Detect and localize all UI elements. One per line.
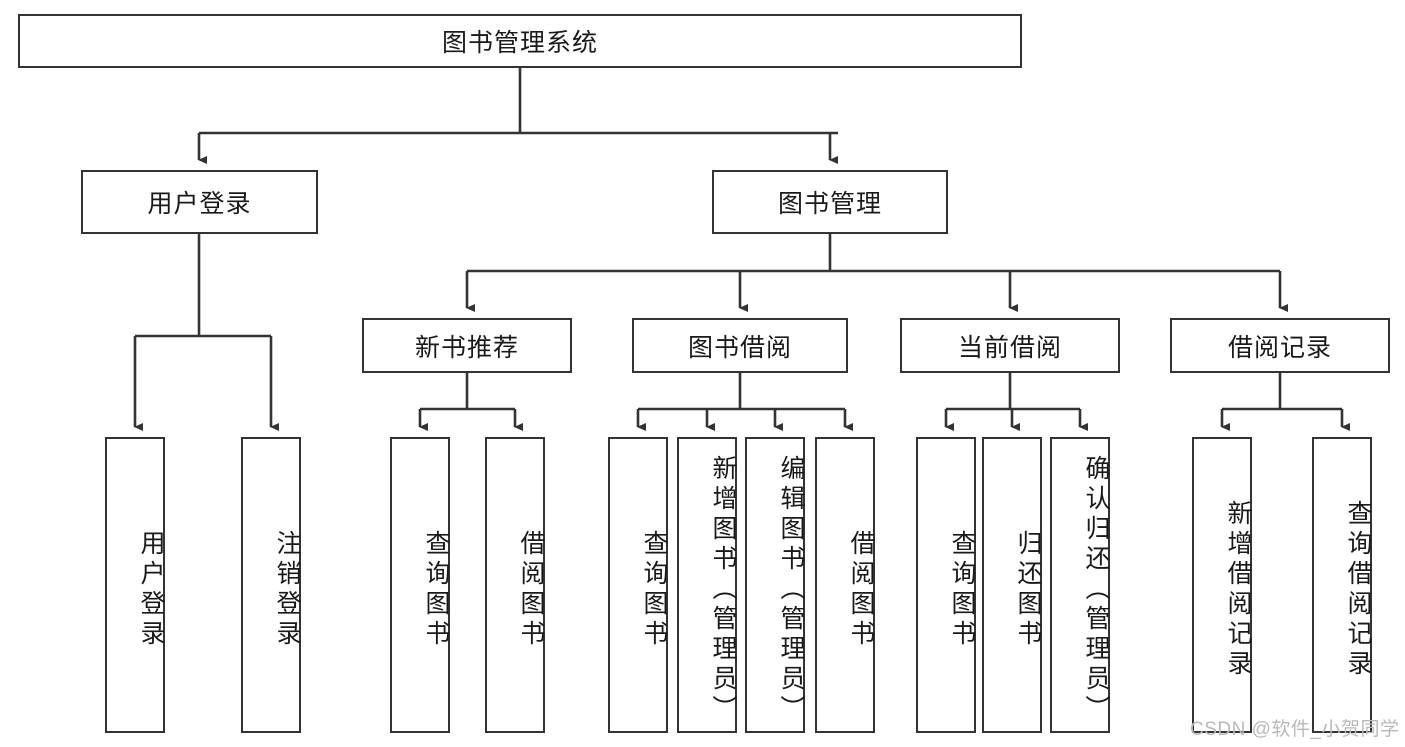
csdn-watermark: CSDN @软件_小贺同学: [1190, 719, 1400, 740]
node-label: 归还图书: [1014, 530, 1042, 650]
leaf-edit-book[interactable]: 编辑图书（管理员）: [745, 437, 805, 733]
node-label: 查询借阅记录: [1344, 500, 1372, 680]
leaf-borrow-book[interactable]: 借阅图书: [815, 437, 875, 733]
node-label: 编辑图书（管理员）: [777, 455, 805, 725]
node-label: 注销登录: [273, 530, 301, 650]
node-label: 借阅记录: [1227, 333, 1332, 362]
node-label: 当前借阅: [957, 333, 1062, 362]
node-label: 借阅图书: [847, 530, 875, 650]
node-new-book-recommend[interactable]: 新书推荐: [362, 318, 572, 373]
node-current-borrow[interactable]: 当前借阅: [900, 318, 1120, 373]
node-label: 新增图书（管理员）: [709, 455, 737, 725]
node-label: 新增借阅记录: [1224, 500, 1252, 680]
node-label: 用户登录: [147, 190, 252, 218]
node-user-login[interactable]: 用户登录: [81, 170, 318, 234]
leaf-confirm-return[interactable]: 确认归还（管理员）: [1050, 437, 1110, 733]
leaf-query-borrow-record[interactable]: 查询借阅记录: [1312, 437, 1372, 733]
leaf-query-book-borrow[interactable]: 查询图书: [608, 437, 668, 733]
node-root-system[interactable]: 图书管理系统: [18, 14, 1022, 68]
node-label: 图书借阅: [687, 333, 792, 362]
node-borrow-record[interactable]: 借阅记录: [1170, 318, 1390, 373]
node-label: 查询图书: [640, 530, 668, 650]
leaf-borrow-book-recommend[interactable]: 借阅图书: [485, 437, 545, 733]
node-book-borrow[interactable]: 图书借阅: [632, 318, 848, 373]
node-label: 图书管理: [777, 190, 882, 218]
node-label: 查询图书: [948, 530, 976, 650]
node-label: 新书推荐: [414, 333, 519, 362]
leaf-user-login[interactable]: 用户登录: [105, 437, 165, 733]
node-label: 用户登录: [137, 530, 165, 650]
leaf-logout-login[interactable]: 注销登录: [241, 437, 301, 733]
node-label: 借阅图书: [517, 530, 545, 650]
leaf-query-book-recommend[interactable]: 查询图书: [390, 437, 450, 733]
leaf-add-borrow-record[interactable]: 新增借阅记录: [1192, 437, 1252, 733]
node-label: 查询图书: [422, 530, 450, 650]
node-book-management[interactable]: 图书管理: [712, 170, 948, 234]
node-label: 确认归还（管理员）: [1082, 455, 1110, 725]
leaf-query-book-current[interactable]: 查询图书: [916, 437, 976, 733]
node-label: 图书管理系统: [441, 29, 598, 57]
leaf-add-book[interactable]: 新增图书（管理员）: [677, 437, 737, 733]
leaf-return-book[interactable]: 归还图书: [982, 437, 1042, 733]
